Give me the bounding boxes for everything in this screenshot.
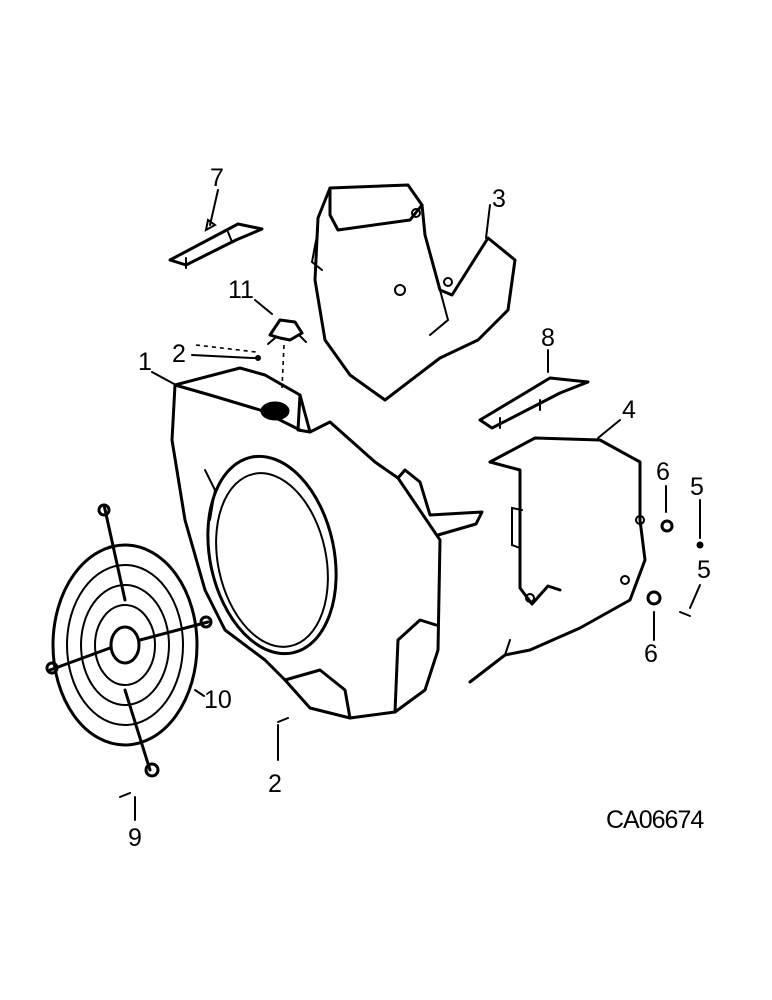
screw-2-bottom — [277, 717, 289, 723]
screw-5-bottom — [679, 611, 691, 617]
fan-guard-screen — [45, 503, 213, 778]
callout-11: 11 — [228, 276, 254, 304]
callout-6-bottom: 6 — [644, 640, 658, 668]
callout-6-top: 6 — [656, 458, 670, 486]
callout-9: 9 — [128, 824, 142, 852]
drawing-code: CA06674 — [606, 806, 704, 834]
callout-5-top: 5 — [690, 473, 704, 501]
callout-2-bottom: 2 — [268, 770, 282, 798]
callout-3: 3 — [492, 185, 506, 213]
nut-6-bottom — [646, 590, 662, 606]
callout-8: 8 — [541, 324, 555, 352]
clip-11 — [267, 318, 307, 345]
screw-5-top — [696, 541, 704, 549]
nut-6-top — [660, 519, 674, 533]
callout-2-top: 2 — [172, 340, 186, 368]
leader-lines — [134, 189, 701, 821]
bracket-8 — [478, 376, 590, 430]
callout-5-bottom: 5 — [697, 556, 711, 584]
upper-shroud — [310, 183, 517, 402]
callout-10: 10 — [204, 686, 232, 714]
bracket-7 — [168, 222, 264, 269]
callout-1: 1 — [138, 348, 152, 376]
screw-2-top — [251, 355, 261, 361]
blower-housing — [170, 366, 484, 720]
callout-4: 4 — [622, 396, 636, 424]
side-shroud — [468, 436, 647, 684]
washer-9 — [119, 792, 131, 798]
callout-7: 7 — [210, 164, 224, 192]
